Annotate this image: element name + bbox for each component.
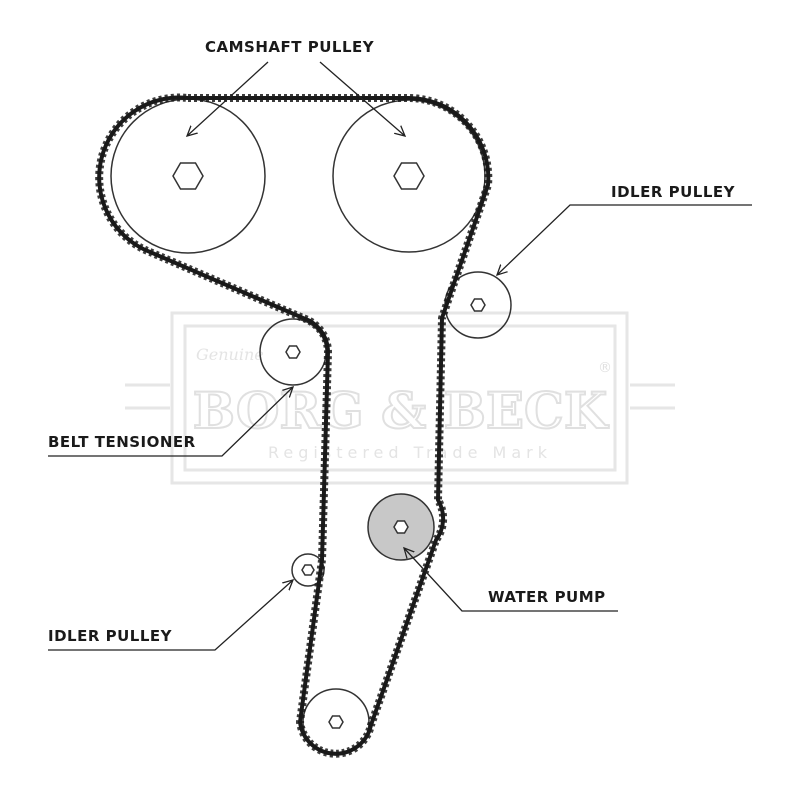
belt-tensioner-pulley <box>259 318 327 386</box>
hex-bolt-icon <box>172 162 204 190</box>
hex-bolt-icon <box>393 520 409 534</box>
label-idler-pulley-right: IDLER PULLEY <box>611 183 736 201</box>
watermark: BORG & BECK Genuine ® Registered Trade M… <box>125 311 675 485</box>
hex-bolt-icon <box>328 715 344 729</box>
watermark-brand: BORG & BECK <box>193 381 609 440</box>
leader-lines <box>48 61 752 651</box>
watermark-tagline: Registered Trade Mark <box>268 443 552 462</box>
label-camshaft-pulley: CAMSHAFT PULLEY <box>205 38 375 56</box>
timing-belt <box>95 93 493 758</box>
label-idler-pulley-left: IDLER PULLEY <box>48 627 173 645</box>
hex-bolt-icon <box>393 162 425 190</box>
hex-bolt-icon <box>470 298 486 312</box>
hex-bolt-icon <box>301 564 315 576</box>
watermark-script: Genuine <box>196 345 264 364</box>
idler-pulley-left <box>291 553 325 587</box>
camshaft-pulley-left <box>110 98 266 254</box>
label-belt-tensioner: BELT TENSIONER <box>48 433 196 451</box>
watermark-registered: ® <box>598 360 612 376</box>
water-pump-pulley <box>367 493 435 561</box>
label-water-pump: WATER PUMP <box>488 588 606 606</box>
hex-bolt-icon <box>285 345 301 359</box>
